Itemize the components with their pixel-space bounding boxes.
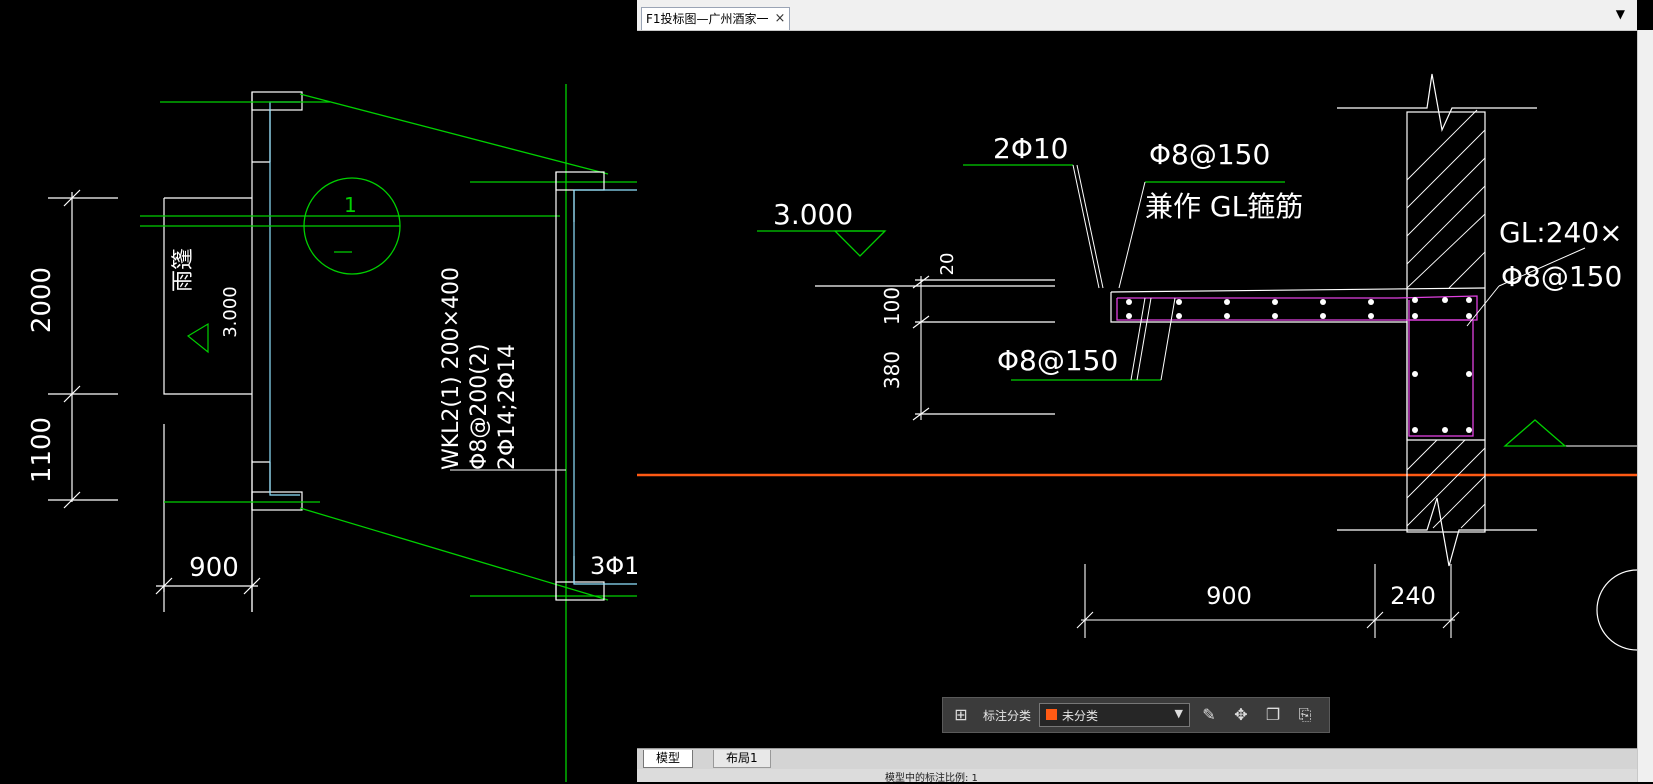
dim-380-label: 380 (880, 351, 904, 389)
dim-900-label: 900 (189, 553, 239, 583)
canopy-inner-line (269, 101, 300, 496)
drawing-window: F1投标图—广州酒家一 × ▼ (637, 0, 1637, 784)
rebar-dots (1126, 297, 1472, 433)
top-rebar-label: 2Φ10 (993, 132, 1068, 165)
left-elevation-label: 3.000 (220, 286, 241, 338)
slab-outline (815, 279, 1486, 441)
left-vertical-dimension (48, 189, 118, 509)
beam-outline (555, 171, 605, 601)
beam-inner-line (573, 189, 637, 585)
stirrup-top-label: Φ8@150 (1149, 138, 1270, 171)
stirrup-note-label: 兼作 GL箍筋 (1145, 190, 1303, 223)
partial-rebar-label: 3Φ16 (590, 552, 637, 580)
section-marker-circle (303, 177, 401, 275)
dim-2000-label: 2000 (27, 267, 57, 333)
lintel-label: GL:240× (1499, 216, 1623, 249)
document-tab-title: F1投标图—广州酒家一 (646, 12, 769, 26)
status-bar: 模型中的标注比例: 1 (637, 769, 1637, 784)
leader-lines (963, 164, 1285, 381)
dim-1100-label: 1100 (27, 417, 57, 483)
section-marker-label: 1 (344, 193, 357, 217)
edit-icon[interactable]: ✎ (1202, 705, 1216, 724)
toolbar-label: 标注分类 (983, 709, 1032, 723)
chevron-down-icon: ▼ (1174, 707, 1183, 720)
section-elevation-label: 3.000 (773, 198, 853, 231)
partial-circle (1596, 569, 1637, 651)
elevation-triangle (833, 230, 887, 257)
left-elevation-triangle (186, 322, 209, 354)
category-select[interactable]: 未分类 ▼ (1039, 703, 1190, 727)
status-text: 模型中的标注比例: 1 (885, 773, 978, 784)
dim-20-label: 20 (937, 253, 958, 276)
copy-icon[interactable]: ❐ (1265, 705, 1281, 724)
tab-menu-icon[interactable]: ▼ (1615, 7, 1625, 21)
horizontal-dimensions (1076, 564, 1460, 638)
left-cad-canvas[interactable]: 2000 1100 雨篷 3.000 1 WKL2(1) 200×400 Φ (0, 0, 637, 782)
annotation-toolbar: ⊞ 标注分类 未分类 ▼ ✎ ✥ ❐ ⎘ (942, 697, 1330, 733)
close-icon[interactable]: × (774, 11, 786, 26)
left-green-lines (140, 84, 637, 782)
canopy-label: 雨篷 (171, 248, 196, 292)
category-select-value: 未分类 (1062, 709, 1099, 723)
dim-240-label: 240 (1390, 582, 1436, 610)
beam-label-line-3: 2Φ14;2Φ14 (495, 344, 520, 470)
document-tab-bar: F1投标图—广州酒家一 × ▼ (637, 0, 1637, 31)
paste-icon[interactable]: ⎘ (1298, 705, 1312, 724)
left-bottom-dimension (155, 570, 261, 612)
lintel-stirrup-label: Φ8@150 (1501, 260, 1622, 293)
category-swatch (1046, 709, 1057, 720)
move-icon[interactable]: ✥ (1234, 705, 1248, 724)
leader-pointers (1072, 164, 1586, 381)
right-elevation-triangle (1503, 419, 1567, 447)
vertical-scrollbar[interactable] (1637, 30, 1653, 782)
document-tab[interactable]: F1投标图—广州酒家一 × (641, 7, 791, 30)
layout-tab-bar: 模型 布局1 (637, 748, 1637, 769)
bottom-rebar-label: Φ8@150 (997, 344, 1118, 377)
tab-model[interactable]: 模型 (643, 750, 694, 768)
tab-layout1[interactable]: 布局1 (713, 750, 771, 768)
vertical-dimensions (912, 275, 930, 421)
beam-label-line-2: Φ8@200(2) (467, 344, 492, 470)
dim-900-section-label: 900 (1206, 582, 1252, 610)
canopy-outline (163, 91, 303, 612)
right-cad-canvas[interactable]: 3.000 2Φ10 Φ8@150 兼作 GL箍筋 Φ8@150 GL:240×… (637, 30, 1637, 748)
stirrups (1116, 295, 1478, 437)
grid-icon[interactable]: ⊞ (954, 705, 968, 724)
beam-label-line-1: WKL2(1) 200×400 (439, 267, 464, 470)
dim-100-label: 100 (880, 287, 904, 325)
